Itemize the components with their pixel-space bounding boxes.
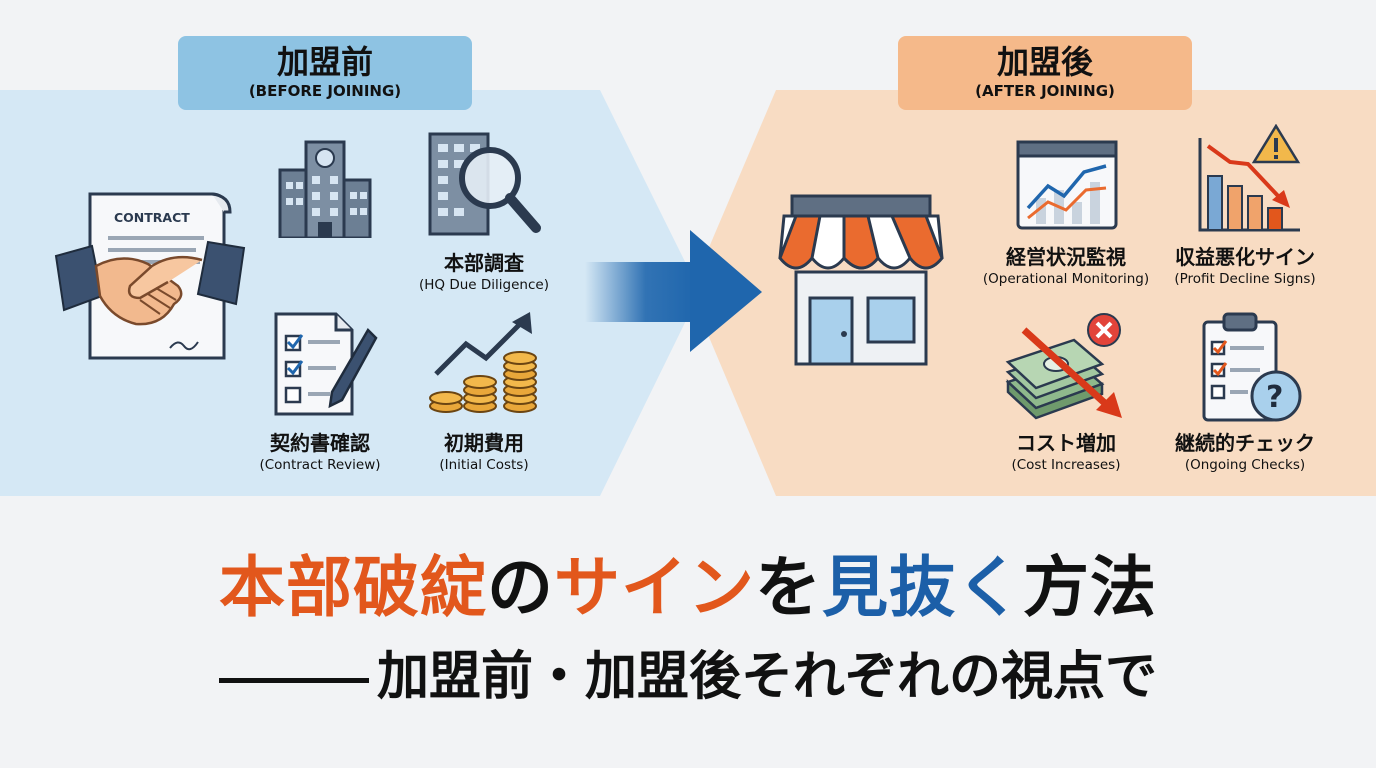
after-title: 加盟後 <box>996 43 1093 81</box>
contract-handshake-icon: CONTRACT <box>54 192 246 360</box>
caption-en: (Contract Review) <box>259 457 381 473</box>
caption-jp: 収益悪化サイン <box>1175 245 1315 269</box>
caption-jp: コスト増加 <box>1016 431 1116 455</box>
subtitle: 加盟前・加盟後それぞれの視点で <box>0 644 1376 710</box>
caption-en: (Ongoing Checks) <box>1184 457 1306 473</box>
caption-jp: 本部調査 <box>444 251 524 275</box>
main-title: 本部破綻のサインを見抜く方法 <box>0 548 1376 628</box>
svg-text:?: ? <box>1266 380 1283 415</box>
title-part: 見抜く <box>822 549 1023 626</box>
contract-label: CONTRACT <box>114 210 190 225</box>
title-part: 方法 <box>1023 549 1157 626</box>
caption-cost-increases: コスト増加 (Cost Increases) <box>966 430 1166 474</box>
caption-profit-decline-signs: 収益悪化サイン (Profit Decline Signs) <box>1145 244 1345 288</box>
declining-chart-warning-icon <box>1198 124 1301 232</box>
caption-hq-due-diligence: 本部調査 (HQ Due Diligence) <box>384 250 584 294</box>
caption-jp: 継続的チェック <box>1175 431 1315 455</box>
clipboard-question-icon: ? <box>1202 312 1302 422</box>
caption-en: (Profit Decline Signs) <box>1174 271 1316 287</box>
monitor-chart-icon <box>1016 140 1118 230</box>
title-part: を <box>755 549 822 626</box>
checklist-pen-icon <box>274 312 378 416</box>
caption-jp: 経営状況監視 <box>1006 245 1126 269</box>
caption-en: (Operational Monitoring) <box>982 271 1150 287</box>
before-title: 加盟前 <box>276 43 373 81</box>
caption-en: (Cost Increases) <box>1011 457 1121 473</box>
magnifier-building-icon <box>428 132 541 236</box>
money-cost-icon <box>1005 313 1122 420</box>
caption-jp: 契約書確認 <box>270 431 370 455</box>
caption-operational-monitoring: 経営状況監視 (Operational Monitoring) <box>966 244 1166 288</box>
storefront-icon <box>778 194 944 366</box>
after-header: 加盟後 (AFTER JOINING) <box>898 36 1192 110</box>
dash-rule <box>218 677 369 683</box>
building-icon <box>278 140 372 238</box>
caption-initial-costs: 初期費用 (Initial Costs) <box>384 430 584 474</box>
title-part: サイン <box>554 549 755 626</box>
before-subtitle: (BEFORE JOINING) <box>248 82 402 100</box>
before-header: 加盟前 (BEFORE JOINING) <box>178 36 472 110</box>
subtitle-text: 加盟前・加盟後それぞれの視点で <box>376 647 1157 707</box>
caption-jp: 初期費用 <box>444 431 524 455</box>
caption-en: (Initial Costs) <box>439 457 529 473</box>
after-subtitle: (AFTER JOINING) <box>975 82 1115 100</box>
caption-contract-review: 契約書確認 (Contract Review) <box>220 430 420 474</box>
caption-ongoing-checks: 継続的チェック (Ongoing Checks) <box>1145 430 1345 474</box>
title-part: 本部破綻 <box>219 549 487 626</box>
coins-growth-icon <box>429 312 537 413</box>
caption-en: (HQ Due Diligence) <box>419 277 549 293</box>
title-part: の <box>487 549 554 626</box>
transition-arrow <box>585 230 762 352</box>
